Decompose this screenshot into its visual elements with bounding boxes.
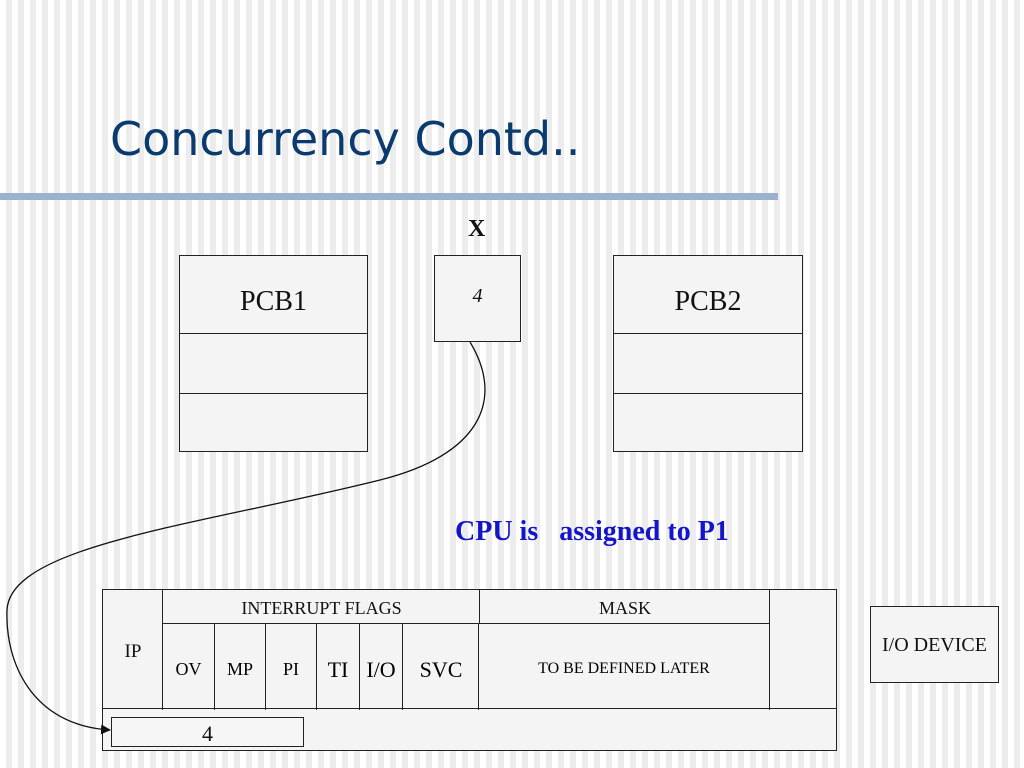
flag-ov-label: OV [175, 659, 202, 679]
io-device-box: I/O DEVICE [870, 606, 999, 683]
x-register-box: 4 [434, 255, 521, 342]
flag-ti-label: TI [327, 657, 349, 682]
flag-cell-svc: SVC [402, 624, 479, 710]
flag-cell-mp: MP [214, 624, 265, 710]
ip-value: 4 [202, 721, 213, 746]
register-header-row: INTERRUPT FLAGS MASK [162, 590, 770, 624]
title-underline [0, 193, 778, 200]
pcb1-row-header: PCB1 [180, 256, 367, 334]
flag-cell-io: I/O [359, 624, 402, 710]
ip-label: IP [124, 641, 142, 662]
flag-cell-ti: TI [316, 624, 359, 710]
interrupt-flags-label: INTERRUPT FLAGS [241, 598, 402, 618]
pcb2-label: PCB2 [674, 286, 742, 317]
register-spare-cell [769, 590, 838, 710]
pcb1-row-2 [180, 334, 367, 394]
register-bottom-divider [103, 708, 836, 709]
mask-label: MASK [598, 598, 651, 618]
mask-header-cell: MASK [479, 590, 770, 624]
mask-note-label: TO BE DEFINED LATER [538, 660, 710, 677]
mask-note-cell: TO BE DEFINED LATER [478, 624, 769, 710]
ip-value-box: 4 [111, 717, 304, 747]
x-register-label: X [468, 216, 486, 242]
slide-title: Concurrency Contd.. [110, 112, 581, 166]
pcb2-row-header: PCB2 [614, 256, 802, 334]
pcb2-row-2 [614, 334, 802, 394]
flag-cell-ov: OV [162, 624, 214, 710]
flag-mp-label: MP [226, 659, 253, 679]
pcb1-box: PCB1 [179, 255, 368, 452]
flag-svc-label: SVC [419, 657, 463, 682]
io-device-label: I/O DEVICE [882, 634, 987, 656]
cpu-register-box: IP INTERRUPT FLAGS MASK OV MP PI TI I/O … [102, 589, 837, 751]
flag-io-label: I/O [366, 657, 396, 682]
arrow-path [6, 341, 486, 735]
flag-cell-pi: PI [265, 624, 316, 710]
pcb2-box: PCB2 [613, 255, 803, 452]
flag-pi-label: PI [282, 659, 299, 679]
x-register-value: 4 [472, 285, 483, 307]
cpu-status-text: CPU is assigned to P1 [455, 516, 729, 547]
pcb1-label: PCB1 [240, 286, 307, 317]
